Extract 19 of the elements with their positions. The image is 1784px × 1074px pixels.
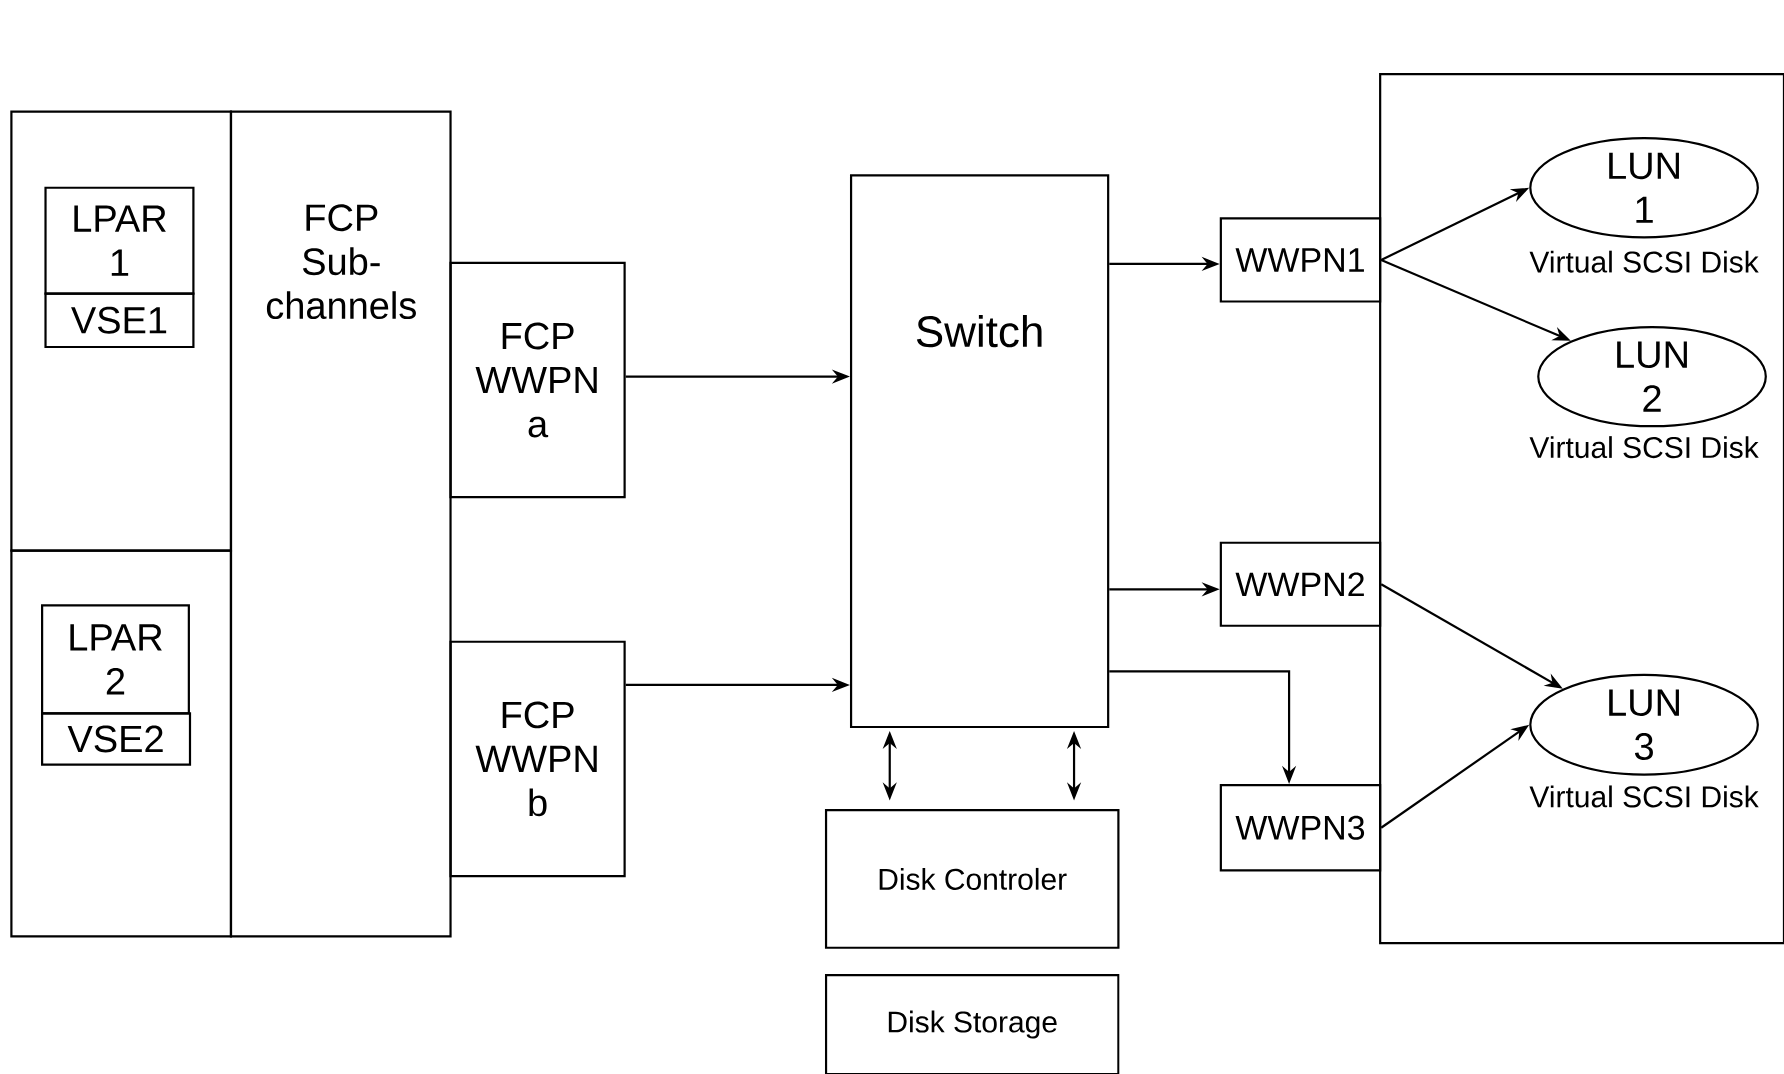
- cell-box: [10, 110, 233, 552]
- port-box: FCP WWPN b: [449, 640, 626, 878]
- node-label: Virtual SCSI Disk: [1529, 250, 1759, 273]
- switch-box: Switch: [850, 174, 1110, 729]
- system-box: VSE2: [41, 712, 192, 766]
- port-box: WWPN1: [1219, 217, 1382, 303]
- cell-box: [10, 549, 233, 938]
- node-label: Virtual SCSI Disk: [1529, 785, 1759, 808]
- node-label: Virtual SCSI Disk: [1529, 436, 1759, 459]
- disk-storage-box: Disk Storage: [824, 973, 1120, 1074]
- lpar-box: LPAR 1: [44, 186, 195, 295]
- subchannel-box: FCP Sub-channels: [229, 110, 452, 938]
- port-box: WWPN3: [1219, 783, 1382, 872]
- lpar-box: LPAR 2: [41, 604, 190, 715]
- port-box: FCP WWPN a: [449, 261, 626, 499]
- disk-controller-box: Disk Controler: [824, 809, 1120, 949]
- port-box: WWPN2: [1219, 541, 1382, 627]
- controller-box: [1379, 72, 1784, 945]
- system-box: VSE1: [44, 292, 195, 349]
